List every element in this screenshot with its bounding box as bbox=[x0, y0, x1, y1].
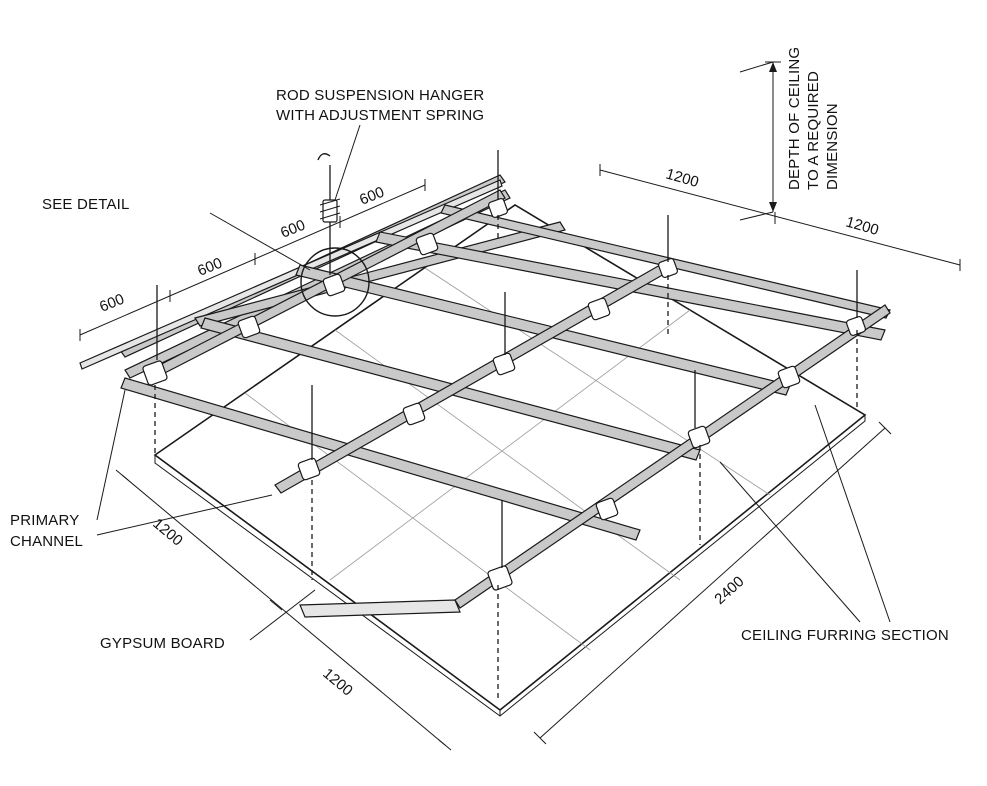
rod-hanger-label-2: WITH ADJUSTMENT SPRING bbox=[276, 107, 484, 124]
depth-label-1: DEPTH OF CEILING bbox=[786, 47, 803, 190]
dim-1200-right-a: 1200 bbox=[664, 166, 701, 192]
depth-label-3: DIMENSION bbox=[824, 103, 841, 190]
see-detail-circle bbox=[300, 247, 370, 317]
dim-1200-bottom: 1200 bbox=[319, 665, 355, 699]
gypsum-board-label: GYPSUM BOARD bbox=[100, 635, 225, 652]
rod-hanger-label-1: ROD SUSPENSION HANGER bbox=[276, 87, 484, 104]
leader-lines bbox=[96, 124, 891, 641]
primary-channel-label-2: CHANNEL bbox=[10, 533, 83, 550]
see-detail-label: SEE DETAIL bbox=[42, 196, 130, 213]
dim-600-d: 600 bbox=[357, 184, 387, 209]
dim-600-b: 600 bbox=[195, 255, 225, 280]
primary-channel-label-1: PRIMARY bbox=[10, 512, 79, 529]
dim-1200-left: 1200 bbox=[149, 515, 185, 549]
channel-clips bbox=[142, 197, 867, 591]
labels: ROD SUSPENSION HANGER WITH ADJUSTMENT SP… bbox=[10, 47, 949, 652]
dim-2400: 2400 bbox=[711, 573, 747, 608]
drop-lines bbox=[154, 215, 858, 700]
dim-600-a: 600 bbox=[97, 291, 127, 316]
dimension-lines bbox=[79, 61, 961, 751]
depth-label-2: TO A REQUIRED bbox=[805, 71, 822, 190]
rod-hangers bbox=[156, 150, 858, 568]
primary-channel-3 bbox=[295, 264, 791, 396]
dim-1200-right-b: 1200 bbox=[844, 214, 881, 240]
primary-channel-front bbox=[120, 377, 641, 541]
ceiling-furring-label: CEILING FURRING SECTION bbox=[741, 627, 949, 644]
